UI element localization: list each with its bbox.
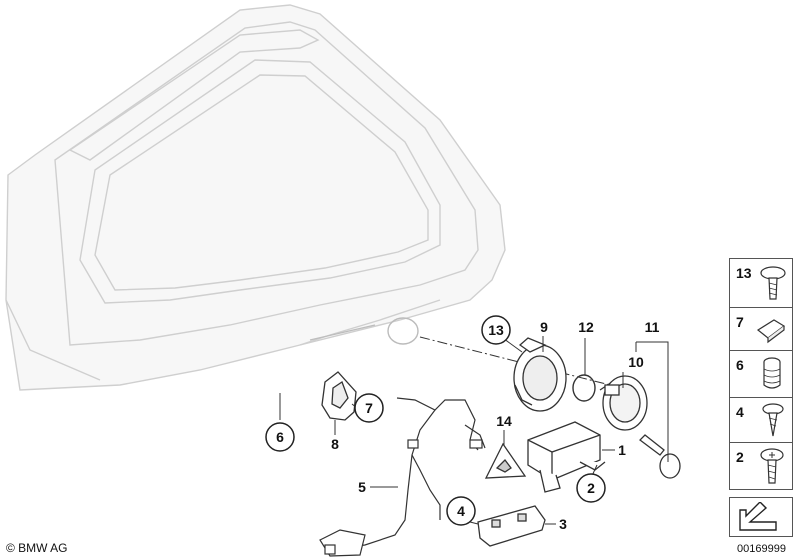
leader-lines [279,335,669,525]
callout-label: 4 [457,503,465,519]
callout-5: 5 [358,479,366,495]
side-part-13: 13 [729,258,793,308]
screw-icon [762,403,784,437]
o-ring [572,374,596,402]
callout-8: 8 [331,436,339,452]
callout-label: 13 [488,322,504,338]
callout-4: 4 [446,496,476,526]
callout-2: 2 [576,473,606,503]
callout-9: 9 [540,319,548,335]
side-part-2: 2 [729,442,793,490]
callout-3: 3 [559,516,567,532]
callout-11: 11 [645,319,660,335]
side-orientation-arrow [729,497,793,537]
callout-10: 10 [628,354,644,370]
callout-label: 7 [365,400,373,416]
lock-cylinder [599,375,648,431]
diagram-id: 00169999 [737,543,786,555]
side-part-label: 2 [736,449,744,465]
trunk-lid [5,4,506,391]
key [639,434,681,479]
side-part-7: 7 [729,307,793,351]
side-part-label: 4 [736,404,744,420]
cable-harness [319,397,486,557]
copyright-text: © BMW AG [6,541,68,555]
callout-label: 2 [587,480,595,496]
callout-6: 6 [265,422,295,452]
callout-1: 1 [618,442,626,458]
callout-label: 6 [276,429,284,445]
clip-icon [756,319,786,344]
side-part-label: 6 [736,357,744,373]
callout-12: 12 [578,319,594,335]
warning-label [484,442,527,479]
callout-14: 14 [496,413,512,429]
bumper-icon [763,357,781,389]
side-part-4: 4 [729,397,793,443]
handle-trim [477,505,546,547]
lock-housing [513,337,567,412]
side-part-label: 13 [736,265,752,281]
latch-module [527,421,606,493]
screw-icon [760,266,786,300]
side-part-label: 7 [736,314,744,330]
side-part-6: 6 [729,350,793,398]
callout-7: 7 [354,393,384,423]
arrow-icon [739,502,777,531]
screw-icon [760,448,784,484]
callout-13: 13 [481,315,511,345]
release-handle [321,371,357,421]
